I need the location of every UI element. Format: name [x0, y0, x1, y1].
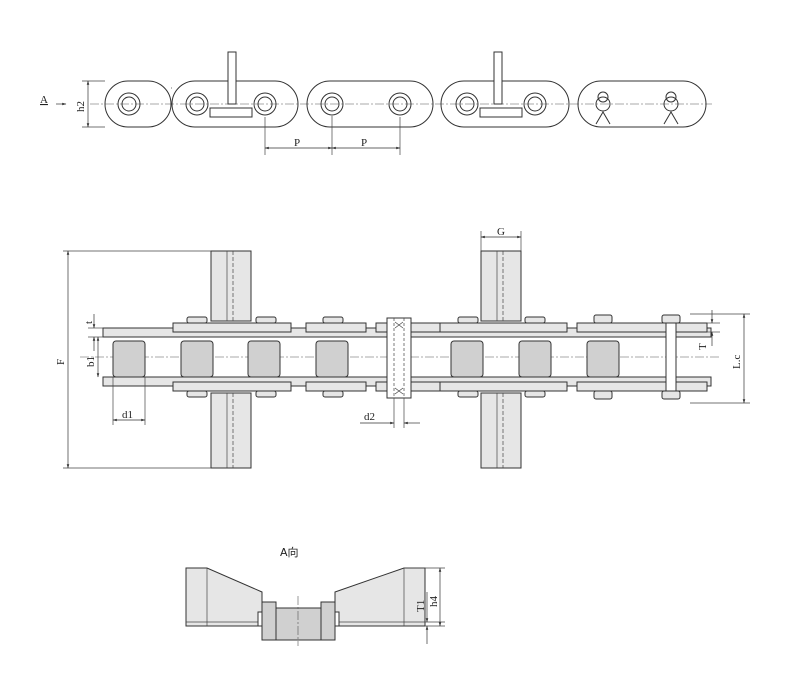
attachment-fin-right	[480, 250, 522, 469]
side-plate-left	[261, 601, 277, 641]
center-roller	[275, 607, 322, 641]
connecting-link-plate	[577, 80, 707, 128]
rollers	[112, 340, 620, 378]
attachment-fin-left	[210, 250, 252, 469]
pin-heads	[186, 314, 681, 400]
pitch-label: P	[361, 137, 367, 149]
d2-label: d2	[364, 411, 375, 423]
cotter-pin-icon	[595, 91, 679, 125]
a-view-title: A向	[280, 545, 299, 559]
side-plate-right	[320, 601, 336, 641]
lc-label: L.c	[731, 355, 743, 369]
link-plate	[306, 80, 434, 128]
f-label: F	[55, 359, 67, 365]
attachment-link-plate	[440, 80, 570, 128]
right-wing	[334, 567, 426, 627]
t-thickness-label: T	[697, 343, 709, 350]
attachment-fin	[209, 51, 523, 118]
g-label: G	[497, 226, 505, 238]
pitch-label: P	[294, 137, 300, 149]
connecting-pin	[665, 322, 677, 392]
a-view: A向 T1 h4	[185, 545, 445, 646]
side-view: F G t b1 d1 d2 T L.c	[55, 226, 750, 469]
view-a-marker: A	[40, 94, 48, 106]
t-label: t	[83, 321, 95, 324]
outer-plates	[172, 322, 708, 392]
t1-label: T1	[415, 600, 427, 612]
h2-label: h2	[75, 101, 87, 112]
top-view: P P h2 A	[40, 51, 712, 155]
h4-label: h4	[428, 596, 440, 608]
pin-circles	[117, 92, 547, 116]
link-plate	[104, 80, 172, 128]
d1-label: d1	[122, 409, 133, 421]
left-wing	[185, 567, 263, 627]
hollow-pin	[375, 317, 441, 399]
b1-label: b1	[85, 356, 97, 367]
